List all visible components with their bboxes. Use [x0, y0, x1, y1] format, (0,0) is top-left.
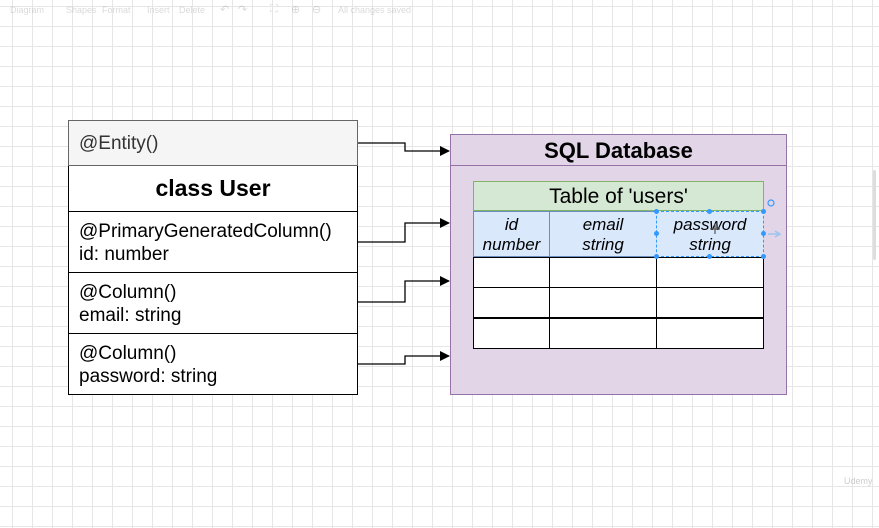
class-name-label: class User [155, 175, 271, 201]
zoom-in-icon[interactable]: ⊕ [291, 4, 301, 16]
save-status: All changes saved [338, 5, 412, 15]
selection-handle[interactable] [761, 231, 766, 236]
sql-database-title: SQL Database [451, 135, 786, 166]
selection-handle[interactable] [654, 254, 659, 259]
entity-decorator-box[interactable]: @Entity() [68, 120, 358, 166]
field-password-decorator: @Column() [79, 343, 177, 364]
field-email-decorator: @Column() [79, 282, 177, 303]
column-name-email: email [582, 215, 624, 234]
entity-decorator-label: @Entity() [79, 133, 159, 154]
zoom-out-icon[interactable]: ⊖ [312, 4, 322, 16]
column-header-email[interactable]: email string [549, 211, 657, 257]
selection-handle[interactable] [654, 209, 659, 214]
toolbar: Diagram Shapes Format Insert Delete ↶ ↷ … [0, 0, 879, 20]
table-cell[interactable] [656, 257, 764, 288]
rotate-handle-icon [767, 199, 775, 207]
column-type-email: string [582, 235, 624, 254]
watermark-label: Udemy [844, 476, 873, 486]
table-cell[interactable] [656, 318, 764, 349]
field-password-declaration: password: string [79, 366, 218, 387]
connector-entity-to-database [358, 142, 450, 156]
field-email-declaration: email: string [79, 305, 182, 326]
field-id-declaration: id: number [79, 244, 169, 265]
table-cell[interactable] [549, 287, 657, 318]
selection-handle[interactable] [654, 231, 659, 236]
table-cell[interactable] [473, 318, 550, 349]
diagram-menu[interactable]: Diagram [10, 5, 45, 15]
field-id-box[interactable]: @PrimaryGeneratedColumn() id: number [68, 212, 358, 273]
column-type-id: number [482, 235, 541, 254]
users-table-title[interactable]: Table of 'users' [473, 181, 764, 211]
selection-handle[interactable] [761, 254, 766, 259]
insert-button[interactable]: Insert [147, 5, 170, 15]
column-header-password[interactable]: password string [656, 211, 764, 257]
connector-id-to-column [358, 218, 450, 243]
field-password-box[interactable]: @Column() password: string [68, 334, 358, 395]
selection-handle[interactable] [761, 209, 766, 214]
redo-icon[interactable]: ↷ [238, 4, 248, 16]
column-header-id[interactable]: id number [473, 211, 550, 257]
fullscreen-icon[interactable]: ⛶ [270, 3, 278, 15]
class-name-box[interactable]: class User [68, 166, 358, 212]
column-type-password: string [689, 235, 731, 254]
undo-icon[interactable]: ↶ [220, 4, 230, 16]
table-cell[interactable] [549, 318, 657, 349]
connector-password-to-column [358, 351, 450, 365]
column-name-id: id [504, 215, 519, 234]
table-cell[interactable] [656, 287, 764, 318]
delete-button[interactable]: Delete [179, 5, 206, 15]
field-email-box[interactable]: @Column() email: string [68, 273, 358, 334]
move-cursor-icon [710, 224, 720, 234]
field-id-decorator: @PrimaryGeneratedColumn() [79, 221, 332, 242]
column-name-password: password [673, 215, 747, 234]
vertical-scrollbar[interactable] [873, 170, 876, 260]
selection-handle[interactable] [707, 209, 712, 214]
selection-handle[interactable] [707, 254, 712, 259]
hover-arrow-icon [768, 230, 782, 238]
connector-email-to-column [358, 276, 450, 303]
format-menu[interactable]: Format [102, 5, 131, 15]
shapes-menu[interactable]: Shapes [66, 5, 97, 15]
